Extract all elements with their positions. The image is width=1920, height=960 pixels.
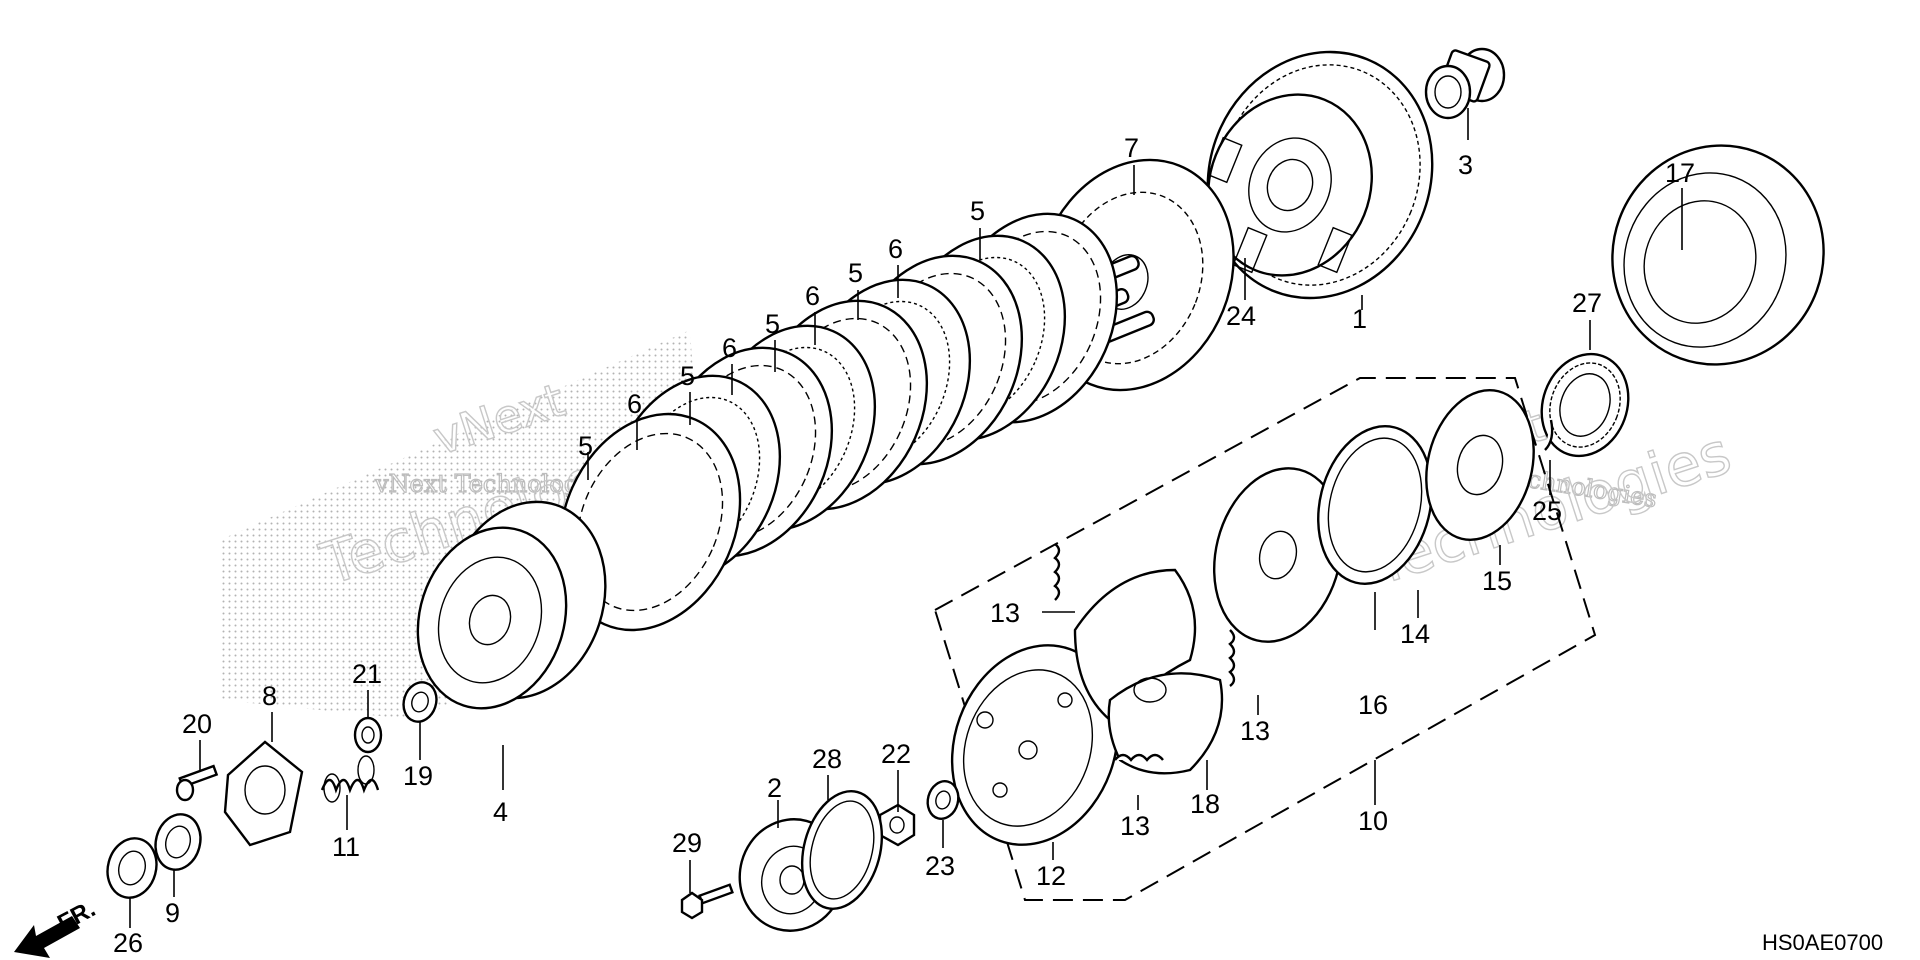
callout-labels: 1 2 3 4 5 5 5 5 5 6 6 6 6 7 8 9 10 11 12… xyxy=(113,133,1695,958)
callout-24: 24 xyxy=(1226,301,1256,331)
clutch-outer-gear xyxy=(1206,50,1434,300)
callout-6d: 6 xyxy=(888,234,903,264)
callout-23: 23 xyxy=(925,851,955,881)
callout-5c: 5 xyxy=(765,309,780,339)
callout-22: 22 xyxy=(881,739,911,769)
callout-9: 9 xyxy=(165,898,180,928)
callout-8: 8 xyxy=(262,681,277,711)
callout-21: 21 xyxy=(352,659,382,689)
spring-13-bottom xyxy=(1114,753,1164,762)
callout-3: 3 xyxy=(1458,150,1473,180)
gear-drum xyxy=(1611,144,1825,366)
callout-5a: 5 xyxy=(578,431,593,461)
callout-28: 28 xyxy=(812,744,842,774)
drive-plate xyxy=(950,644,1120,846)
callout-13a: 13 xyxy=(990,598,1020,628)
drawing-code: HS0AE0700 xyxy=(1762,930,1883,955)
collar xyxy=(1424,47,1506,120)
clip-25 xyxy=(1544,419,1554,451)
ring-28 xyxy=(800,790,884,910)
callout-5e: 5 xyxy=(970,196,985,226)
bolt-20 xyxy=(175,764,219,802)
callout-12: 12 xyxy=(1036,861,1066,891)
callout-15: 15 xyxy=(1482,566,1512,596)
nut-21 xyxy=(353,716,383,754)
spring-13-right xyxy=(1228,629,1236,687)
lifter-plate xyxy=(223,740,304,847)
callout-5d: 5 xyxy=(848,258,863,288)
front-direction-indicator: FR. xyxy=(14,895,100,958)
leader-lines xyxy=(129,108,1683,928)
bearing-9 xyxy=(154,813,202,871)
nut-22 xyxy=(878,803,916,847)
callout-6a: 6 xyxy=(627,389,642,419)
callout-26: 26 xyxy=(113,928,143,958)
callout-13c: 13 xyxy=(1120,811,1150,841)
one-way-clutch xyxy=(1540,352,1630,458)
nut-19 xyxy=(402,681,438,723)
callout-13b: 13 xyxy=(1240,716,1270,746)
callout-14: 14 xyxy=(1400,619,1430,649)
callout-1: 1 xyxy=(1352,304,1367,334)
callout-27: 27 xyxy=(1572,288,1602,318)
callout-20: 20 xyxy=(182,709,212,739)
callout-19: 19 xyxy=(403,761,433,791)
callout-11: 11 xyxy=(332,832,360,862)
front-arrow-icon xyxy=(14,916,80,958)
clutch-center xyxy=(416,500,607,710)
washer-23 xyxy=(926,780,960,820)
spring-13-top xyxy=(1053,543,1061,601)
callout-29: 29 xyxy=(672,828,702,858)
callout-10: 10 xyxy=(1358,806,1388,836)
stipple-shading xyxy=(220,330,700,720)
bolt-29 xyxy=(680,883,734,920)
spring-11 xyxy=(320,755,380,803)
callout-6c: 6 xyxy=(805,281,820,311)
callout-25: 25 xyxy=(1532,496,1562,526)
callout-4: 4 xyxy=(493,797,508,827)
clutch-weights xyxy=(1073,568,1224,775)
callout-5b: 5 xyxy=(680,361,695,391)
plate-14 xyxy=(1317,425,1433,585)
callout-7: 7 xyxy=(1124,133,1139,163)
callout-2: 2 xyxy=(767,773,782,803)
assembly-10-boundary xyxy=(933,377,1597,901)
callout-18: 18 xyxy=(1190,789,1220,819)
callout-6b: 6 xyxy=(722,333,737,363)
plate-15 xyxy=(1425,388,1535,542)
bearing-26 xyxy=(106,837,158,899)
callout-17: 17 xyxy=(1665,158,1695,188)
callout-16: 16 xyxy=(1358,690,1388,720)
